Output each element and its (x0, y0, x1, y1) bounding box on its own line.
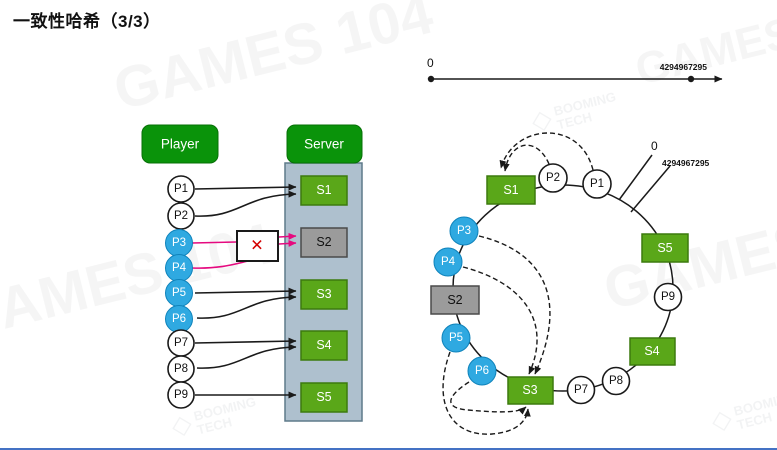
ring-player-p4 (433, 247, 463, 277)
ring-node-label: S3 (522, 383, 537, 397)
server-box-s5 (300, 382, 348, 413)
ring-node-label: P3 (457, 225, 471, 237)
player-label: P7 (174, 337, 188, 349)
player-label: P3 (172, 237, 186, 249)
ring-server-s4 (629, 337, 676, 366)
server-box-s2 (300, 227, 348, 258)
ring-nodes: S1 P2 P1 S5 P9 S4 P8 P7 S3 P6 (430, 163, 689, 405)
arrow-xbox-s2-a (278, 232, 297, 240)
page-title: 一致性哈希（3/3） (13, 12, 161, 31)
player-label: P2 (174, 210, 188, 222)
player-node-p9 (167, 381, 195, 409)
server-header-box (286, 124, 363, 164)
dashed-arrow-p2-s1 (502, 144, 550, 172)
ring-player-p8 (601, 366, 631, 396)
player-label: P4 (172, 262, 187, 274)
player-header-box (141, 124, 219, 164)
watermark-logo: ◇ BOOMING TECH (528, 89, 617, 136)
failure-box (236, 230, 279, 262)
server-label: S1 (316, 183, 331, 197)
reassignment-arrows (442, 132, 594, 435)
server-box-s4 (300, 330, 348, 361)
ring-player-p7 (566, 375, 596, 405)
server-label: S2 (316, 235, 331, 249)
server-label: S3 (316, 287, 331, 301)
arrow-p6-s3 (196, 293, 297, 319)
dashed-arrow-p1-s1 (499, 132, 594, 171)
ring-node-label: P9 (661, 291, 675, 303)
hash-ring-diagram: 0 4294967295 S1 P2 P1 S5 (430, 132, 710, 435)
mapping-arrows (194, 183, 297, 399)
hash-range-line: 0 4294967295 (427, 56, 723, 83)
range-end-label: 4294967295 (660, 62, 708, 72)
ring-node-label: P1 (590, 178, 604, 190)
booming-logo-icon: ◇ (528, 102, 555, 136)
dashed-arrow-p4-s3 (462, 266, 538, 375)
watermark-brand: GAMES 104 (631, 0, 777, 95)
ring-player-p6 (467, 356, 497, 386)
player-label: P8 (174, 363, 188, 375)
watermark-logo: ◇ BOOMING TECH (708, 389, 777, 436)
player-node-p2 (167, 202, 195, 230)
player-label: P1 (174, 183, 188, 195)
ring-player-p9 (653, 282, 683, 312)
arrow-p2-s1 (194, 190, 297, 217)
ring-player-p3 (449, 216, 479, 246)
dashed-arrow-p3-s3 (478, 235, 551, 375)
dashed-arrow-p6-s3 (450, 381, 527, 415)
booming-logo-icon: ◇ (708, 402, 735, 436)
footer-accent-line (0, 448, 777, 450)
ring-player-p1 (582, 169, 612, 199)
ring-node-label: S5 (657, 241, 672, 255)
arrow-p7-s4 (194, 337, 297, 345)
ring-player-p2 (538, 163, 568, 193)
ring-server-s5 (641, 233, 689, 263)
ring-server-s2 (430, 285, 480, 315)
player-label: P5 (172, 287, 186, 299)
range-start-dot (427, 75, 435, 83)
player-header-label: Player (161, 137, 200, 152)
ring-zero-tick (618, 154, 653, 201)
ring-node-label: P5 (449, 332, 463, 344)
server-header-label: Server (304, 137, 344, 152)
ring-server-s1 (486, 175, 536, 205)
failure-x-icon: ✕ (250, 238, 263, 255)
ring-player-p5 (441, 323, 471, 353)
ring-node-label: S2 (447, 293, 462, 307)
dashed-arrow-p5-s3 (442, 351, 531, 435)
ring-node-label: P2 (546, 172, 560, 184)
ring-max-label: 4294967295 (662, 158, 710, 168)
range-end-dot (687, 75, 695, 83)
player-label: P9 (174, 389, 188, 401)
arrow-p5-s3 (194, 287, 297, 295)
ring-node-label: P4 (441, 256, 456, 268)
server-boxes: S1 S2 S3 S4 S5 (300, 175, 348, 413)
arrow-p8-s4 (196, 343, 297, 369)
ring-node-label: P8 (609, 375, 623, 387)
arrow-p3-xbox (191, 241, 237, 244)
mapping-diagram: Player Server ✕ (141, 124, 363, 422)
server-label: S5 (316, 390, 331, 404)
ring-server-s3 (507, 376, 554, 405)
range-start-label: 0 (427, 56, 434, 70)
player-node-p1 (167, 175, 195, 203)
ring-node-label: S4 (644, 344, 659, 358)
booming-logo-icon: ◇ (168, 407, 195, 441)
arrow-p1-s1 (194, 183, 297, 191)
ring-zero-label: 0 (651, 139, 658, 153)
server-box-s1 (300, 175, 348, 206)
player-label: P6 (172, 313, 186, 325)
ring-node-label: P6 (475, 365, 489, 377)
arrow-xbox-s2-b (278, 239, 297, 247)
ring-node-label: S1 (503, 183, 518, 197)
ring-max-tick (630, 165, 671, 213)
server-box-s3 (300, 279, 348, 310)
ring-node-label: P7 (574, 384, 588, 396)
player-nodes: P1 P2 P3 P4 P5 P6 P7 P8 P9 (165, 175, 195, 409)
server-label: S4 (316, 338, 331, 352)
